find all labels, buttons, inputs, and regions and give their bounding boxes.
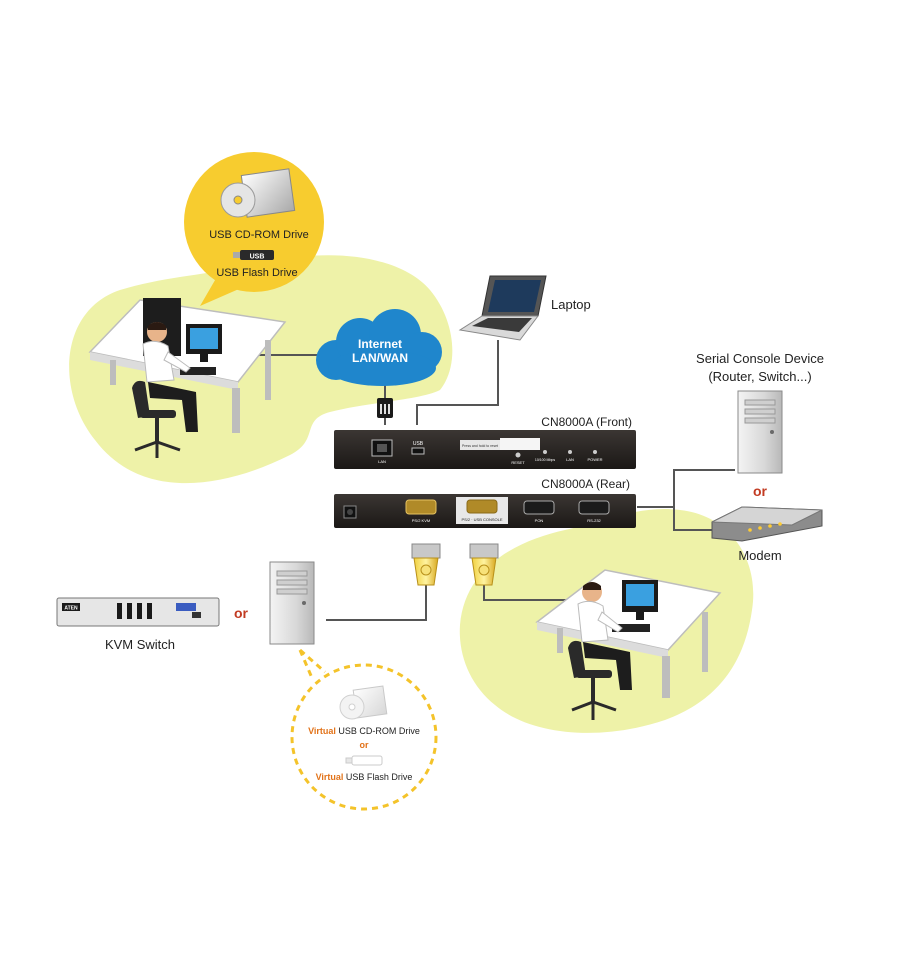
usb-port[interactable]: USB: [411, 441, 425, 455]
modem-label: Modem: [738, 548, 781, 563]
power-led: POWER: [587, 450, 603, 462]
lan-port-label: LAN: [378, 459, 386, 464]
rear-title: CN8000A (Rear): [541, 477, 630, 491]
reset-button[interactable]: RESET: [511, 452, 525, 466]
monitor-icon: [186, 324, 222, 362]
cd-rom-drive-icon: [220, 168, 296, 218]
console-chair-icon: [568, 640, 617, 720]
cdrom-label: USB CD-ROM Drive: [209, 229, 309, 241]
kvm-switch-icon: ATEN: [56, 597, 220, 627]
link-label: 10/100 Mbps: [535, 458, 555, 462]
lan-led: LAN: [566, 450, 574, 462]
cable-rear-to-modem: [673, 507, 712, 531]
console-label: PS/2 · USB CONSOLE: [461, 517, 502, 522]
console-keyboard-icon: [612, 624, 650, 632]
front-title: CN8000A (Front): [541, 415, 632, 429]
cable-ps2-to-pc: [326, 580, 427, 621]
person-icon: [142, 322, 198, 432]
kvm-or: or: [234, 605, 249, 621]
usb-drives-bubble: USB CD-ROM Drive USB USB Flash Drive: [184, 152, 324, 306]
usb-port-label: USB: [413, 441, 424, 447]
cn8000a-rear-device: PS/2 KVM PS/2 · USB CONSOLE PON RS-232: [334, 494, 636, 528]
cable-laptop-to-front: [416, 340, 499, 425]
target-pc-tower-icon: [269, 561, 315, 645]
info-text: Press and hold to reset: [462, 444, 498, 448]
rs232-label: RS-232: [587, 518, 601, 523]
ps2-kvm-label: PS/2 KVM: [412, 518, 430, 523]
cloud-line1: Internet: [358, 337, 402, 351]
usb-flash-icon: USB: [233, 250, 274, 261]
virtual-flash-icon: [345, 755, 383, 766]
virtual-rest-2: USB Flash Drive: [343, 772, 412, 782]
lan-port[interactable]: LAN: [371, 439, 393, 464]
power-jack[interactable]: [343, 505, 357, 519]
rs232-port[interactable]: RS-232: [578, 500, 610, 523]
virtual-rest-1: USB CD-ROM Drive: [336, 726, 420, 736]
virtual-line1: Virtual USB CD-ROM Drive: [308, 726, 420, 736]
cable-console-to-user: [483, 580, 574, 601]
keyboard-icon: [180, 367, 216, 375]
serial-line1: Serial Console Device: [696, 351, 824, 366]
laptop-label: Laptop: [551, 297, 591, 312]
front-label-panel: [500, 438, 540, 450]
serial-tower-icon: [737, 390, 783, 474]
workstation-remote-user: [88, 298, 287, 458]
pon-port[interactable]: PON: [523, 500, 555, 523]
office-chair-icon: [132, 380, 181, 458]
cable-rear-to-serial: [637, 469, 735, 508]
rj45-plug-icon: [377, 398, 393, 418]
vga-connector-plug-2: [469, 543, 499, 586]
lan-led-label: LAN: [566, 457, 574, 462]
vga-connector-plug-1: [411, 543, 441, 586]
console-monitor-icon: [622, 580, 658, 620]
modem-icon: [711, 506, 823, 542]
serial-or: or: [753, 483, 768, 499]
info-sticker: Press and hold to reset: [460, 440, 500, 450]
virtual-media-bubble: Virtual USB CD-ROM Drive or Virtual USB …: [290, 648, 438, 811]
reset-label: RESET: [511, 460, 525, 465]
virtual-prefix-2: Virtual: [316, 772, 344, 782]
kvm-brand: ATEN: [64, 606, 78, 612]
workstation-local-console: [535, 569, 722, 720]
virtual-prefix-1: Virtual: [308, 726, 336, 736]
virtual-cdrom-icon: [339, 685, 388, 720]
flash-label: USB Flash Drive: [216, 267, 297, 279]
virtual-or: or: [360, 740, 369, 750]
cloud-line2: LAN/WAN: [352, 351, 408, 365]
pon-label: PON: [535, 518, 544, 523]
power-label: POWER: [587, 457, 602, 462]
internet-cloud: Internet LAN/WAN: [316, 309, 442, 386]
console-person-icon: [577, 582, 632, 690]
virtual-line2: Virtual USB Flash Drive: [316, 772, 413, 782]
ps2-kvm-port[interactable]: PS/2 KVM: [405, 499, 437, 523]
console-port[interactable]: PS/2 · USB CONSOLE: [456, 497, 508, 524]
serial-line2: (Router, Switch...): [708, 369, 811, 384]
link-led: 10/100 Mbps: [535, 450, 555, 462]
kvm-label: KVM Switch: [105, 637, 175, 652]
laptop-icon: [458, 275, 547, 341]
usb-badge: USB: [250, 254, 265, 261]
cn8000a-front-device: LAN USB Press and hold to reset RESET 10…: [334, 430, 636, 469]
